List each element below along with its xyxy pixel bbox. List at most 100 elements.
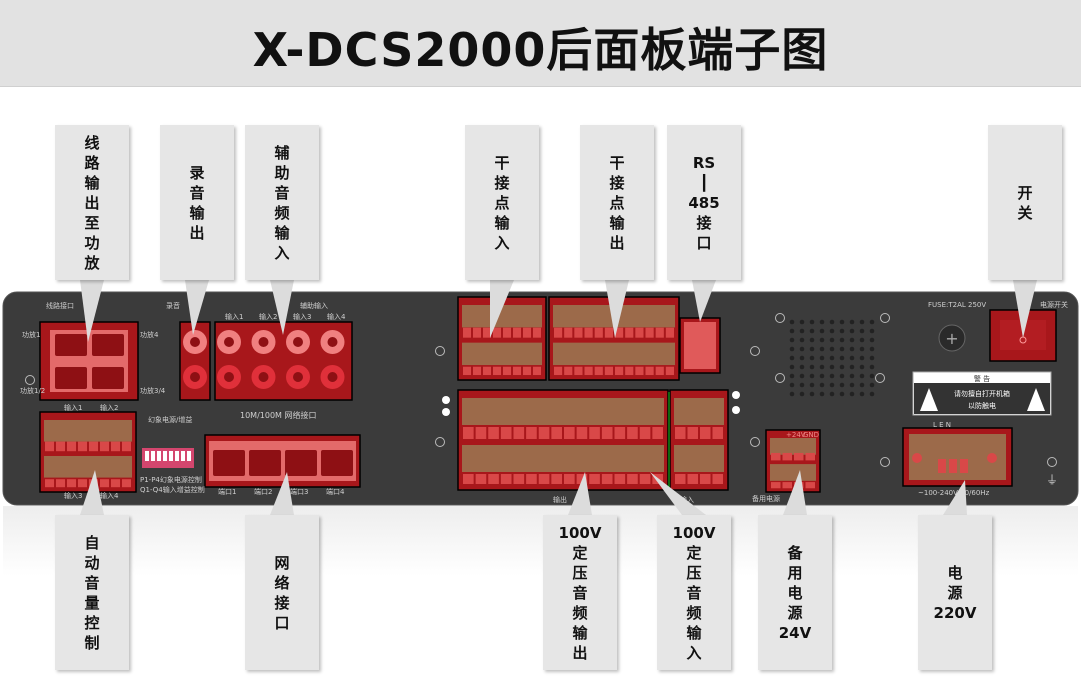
screw-icon (1047, 457, 1057, 467)
rj45-port (249, 450, 281, 476)
vent-hole (789, 328, 795, 334)
terminal-screw (503, 327, 511, 338)
vent-hole (859, 328, 865, 334)
warning-title: 警 告 (974, 374, 990, 383)
terminal-screw (483, 366, 491, 376)
terminal-screw (604, 327, 613, 338)
vent-hole (839, 346, 845, 352)
terminal-screw (526, 474, 537, 484)
dip-lever (187, 451, 191, 461)
callout-line: 用 (787, 563, 803, 582)
callout-line: 100V (558, 523, 602, 542)
rj45-port (92, 367, 124, 389)
terminal-screw (513, 366, 521, 376)
vent-hole (799, 319, 805, 325)
terminal-screw (652, 427, 663, 439)
callout-pointer (490, 280, 514, 338)
terminal-screw (513, 474, 525, 484)
indicator-led (732, 391, 740, 399)
callout-aux-input: 辅助音频输入 (245, 125, 319, 280)
terminal-screw (639, 474, 651, 484)
vent-hole (869, 373, 875, 379)
terminal-screw (493, 366, 501, 376)
callout-line: 控 (84, 613, 100, 632)
callout-line: 出 (84, 193, 100, 212)
terminal-screw (56, 441, 65, 452)
panel-reflection (3, 506, 1078, 576)
callout-line: 485 (688, 193, 720, 212)
title-band: X-DCS2000后面板端子图 (0, 0, 1081, 87)
callout-line: 接 (274, 593, 290, 612)
callout-pointer (270, 472, 294, 515)
callout-line: 路 (84, 153, 100, 172)
vent-hole (799, 382, 805, 388)
callout-auto-volume: 自动音量控制 (55, 515, 129, 670)
terminal-screw (533, 327, 541, 338)
vent-hole (799, 364, 805, 370)
callout-dry-contact-input: 干接点输入 (465, 125, 539, 280)
callout-line: 干 (494, 153, 510, 172)
callout-line: 点 (609, 193, 625, 212)
terminal-screw (700, 427, 711, 439)
terminal-screw (463, 427, 474, 439)
indicator-led (442, 408, 450, 416)
terminal-screw (45, 441, 54, 452)
callout-pointer (650, 472, 706, 515)
terminal-screw (551, 427, 562, 439)
dip-lever (157, 451, 161, 461)
vent-hole (789, 382, 795, 388)
rca-center (258, 337, 269, 347)
vent-hole (819, 382, 825, 388)
terminal-screw (564, 327, 573, 338)
line-port-label: 线路接口 (46, 301, 74, 310)
warning-text-1: 请勿擅自打开机箱 (954, 389, 1010, 398)
terminal-screw (111, 479, 120, 488)
len-label: L E N (933, 421, 951, 429)
rca-center (327, 372, 338, 382)
backup-power-label: 备用电源 (752, 494, 780, 503)
callout-line: 音 (189, 183, 205, 202)
vent-hole (849, 328, 855, 334)
vent-hole (839, 391, 845, 397)
vent-hole (829, 328, 835, 334)
vent-hole (819, 337, 825, 343)
vent-hole (859, 373, 865, 379)
vent-hole (799, 391, 805, 397)
vent-hole (839, 328, 845, 334)
terminal-screw (576, 427, 588, 439)
terminal-screw (56, 479, 65, 488)
callout-line: 备 (787, 543, 803, 562)
terminal-screw (655, 366, 664, 376)
callout-line: 辅 (274, 143, 290, 162)
terminal-screw (554, 366, 563, 376)
terminal-screw (78, 441, 87, 452)
rca-center (224, 337, 234, 347)
vent-hole (839, 355, 845, 361)
screw-icon (435, 437, 445, 447)
vent-hole (849, 391, 855, 397)
aux-input-1: 输入1 (225, 312, 243, 321)
vent-hole (829, 391, 835, 397)
vent-hole (839, 319, 845, 325)
terminal-screw (533, 366, 541, 376)
callout-pointer (80, 280, 104, 342)
amp4-label: 功放4 (140, 330, 159, 339)
rca-center (224, 372, 234, 382)
callout-line: 定 (572, 543, 588, 562)
phantom-label: 幻象电源/增益 (148, 415, 192, 424)
terminal-screw (805, 452, 815, 461)
vent-hole (859, 346, 865, 352)
terminal-screw (805, 482, 815, 489)
mains-terminal (938, 459, 946, 473)
terminal-screw (564, 474, 575, 484)
vent-hole (829, 337, 835, 343)
rca-center (190, 337, 200, 347)
mains-terminal (949, 459, 957, 473)
terminal-screw (513, 427, 525, 439)
vent-hole (859, 337, 865, 343)
terminal-screw (463, 366, 471, 376)
callout-line: 自 (84, 533, 100, 552)
callout-line: 音 (84, 573, 100, 592)
